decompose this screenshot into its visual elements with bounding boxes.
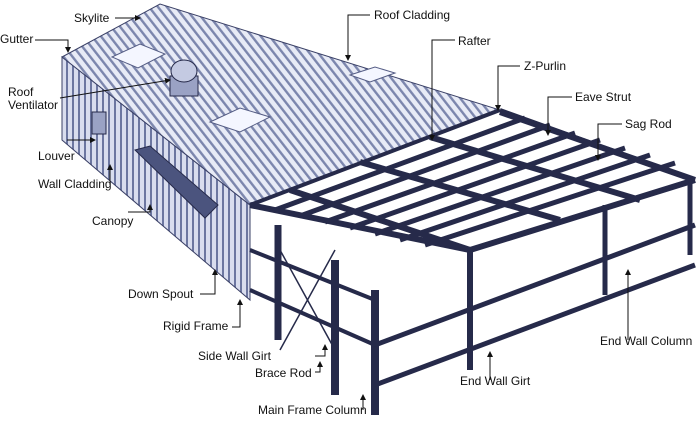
label-brace-rod: Brace Rod xyxy=(255,366,312,380)
label-z-purlin: Z-Purlin xyxy=(524,59,567,73)
label-sag-rod: Sag Rod xyxy=(625,117,672,131)
frame-structure xyxy=(249,108,696,415)
label-rigid-frame: Rigid Frame xyxy=(163,319,229,333)
skylite-panel xyxy=(110,43,167,69)
louver-shape xyxy=(91,111,107,135)
label-gutter: Gutter xyxy=(0,32,34,46)
label-roof-cladding: Roof Cladding xyxy=(374,8,451,22)
skylite-panel xyxy=(208,107,272,133)
label-canopy: Canopy xyxy=(92,214,134,228)
label-louver: Louver xyxy=(38,149,75,163)
label-skylite: Skylite xyxy=(74,11,110,25)
label-main-frame-column: Main Frame Column xyxy=(258,403,367,417)
label-end-wall-girt: End Wall Girt xyxy=(460,374,531,388)
label-wall-cladding: Wall Cladding xyxy=(38,177,112,191)
label-side-wall-girt: Side Wall Girt xyxy=(198,349,271,363)
roof-ventilator-shape xyxy=(169,59,199,97)
label-down-spout: Down Spout xyxy=(128,287,194,301)
label-eave-strut: Eave Strut xyxy=(575,90,632,104)
canopy-shape xyxy=(134,145,219,219)
label-end-wall-column: End Wall Column xyxy=(600,334,693,348)
leader-lines xyxy=(35,14,631,410)
label-rafter: Rafter xyxy=(458,34,491,48)
label-roof-ventilator: Roof Ventilator xyxy=(8,85,59,112)
skylite-panel xyxy=(348,66,397,83)
